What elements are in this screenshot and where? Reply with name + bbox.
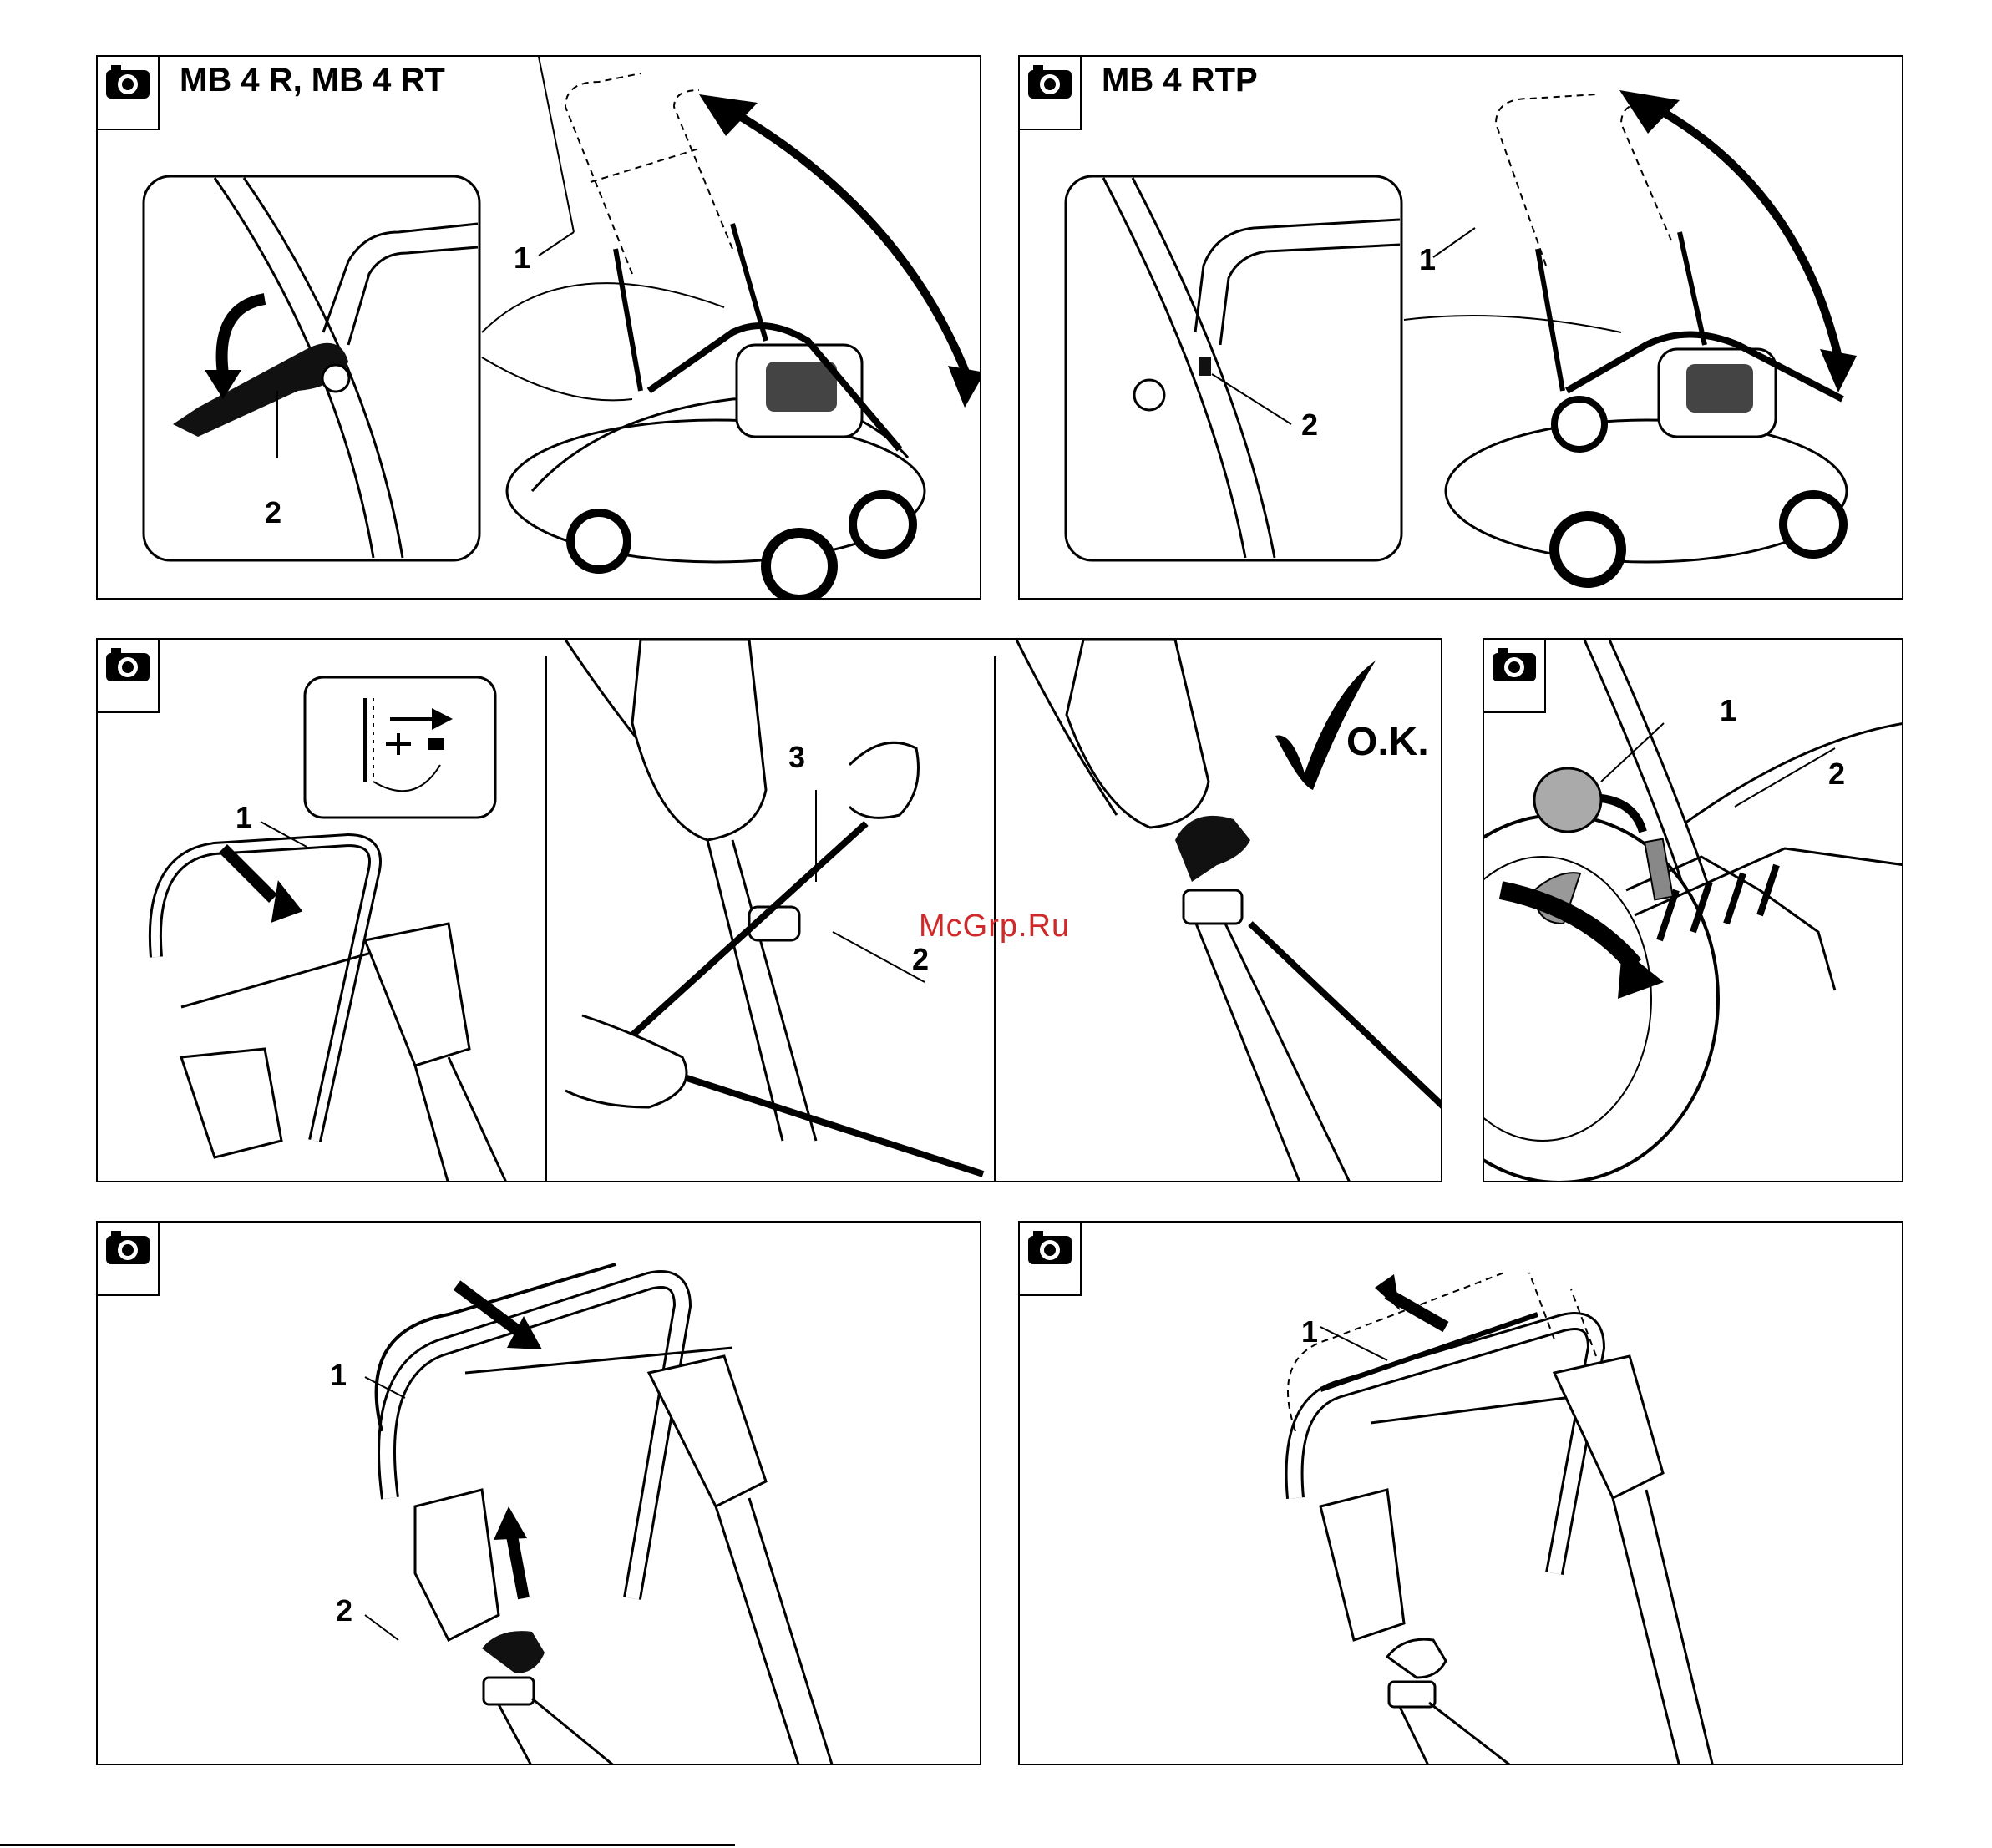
mower-handle-lever-illustration (98, 57, 981, 600)
figure-panel-mb4rtp: MB 4 RTP 1 2 (1018, 55, 1903, 600)
callout-2: 2 (265, 495, 281, 530)
callout-3: 3 (788, 740, 805, 775)
footer-rule (0, 1844, 735, 1846)
callout-2: 2 (1828, 757, 1845, 792)
wheel-illustration (1484, 640, 1903, 1182)
handle-press-illustration (98, 1223, 981, 1765)
handle-cable-illustration (98, 640, 1442, 1182)
callout-1: 1 (1720, 693, 1736, 728)
figure-panel-mb4r: MB 4 R, MB 4 RT (96, 55, 981, 600)
callout-1: 1 (330, 1358, 347, 1393)
figure-panel-wheel-cable: 1 2 (1483, 638, 1903, 1182)
handle-pull-illustration (1020, 1223, 1903, 1765)
watermark: McGrp.Ru (919, 909, 1070, 944)
callout-2: 2 (336, 1593, 352, 1628)
callout-2: 2 (1301, 408, 1318, 443)
mower-handle-bolt-illustration (1020, 57, 1903, 600)
callout-1: 1 (514, 240, 530, 276)
callout-1: 1 (1301, 1314, 1318, 1349)
figure-panel-handle-pull: 1 (1018, 1221, 1903, 1765)
callout-1: 1 (236, 800, 252, 835)
figure-panel-cable-check: O.K. 1 3 2 (96, 638, 1442, 1182)
callout-2: 2 (912, 942, 929, 977)
figure-panel-handle-press: 1 2 (96, 1221, 981, 1765)
callout-1: 1 (1419, 242, 1436, 277)
ok-label: O.K. (1346, 719, 1429, 765)
